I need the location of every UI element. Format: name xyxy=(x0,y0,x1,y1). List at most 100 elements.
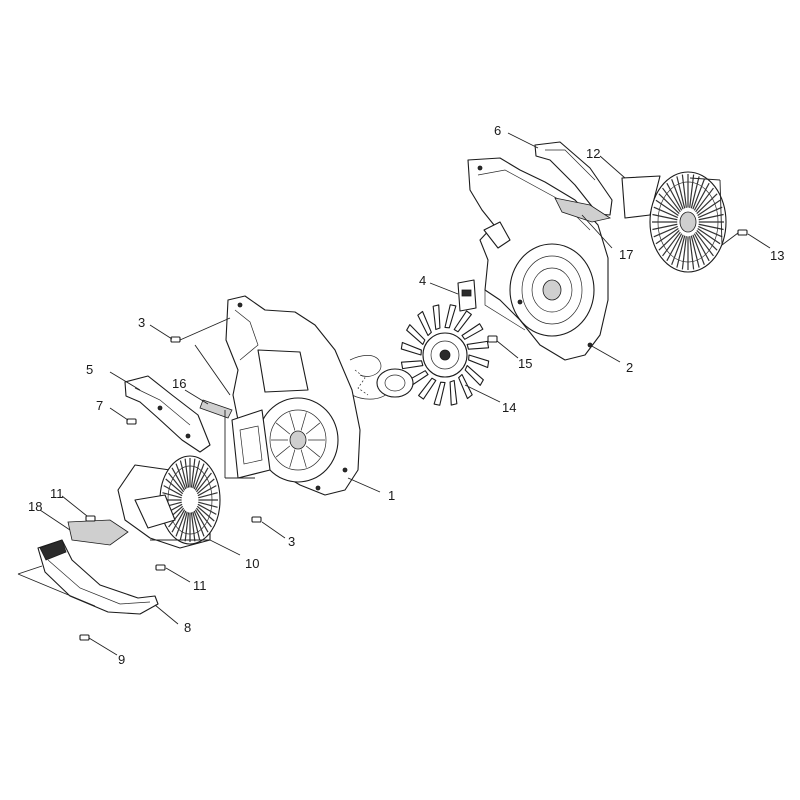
grille-rib xyxy=(671,179,684,210)
part-screw-3-upper xyxy=(170,336,181,343)
grille-rib xyxy=(653,206,678,219)
part-screw-13 xyxy=(737,229,748,236)
grille-rib xyxy=(197,485,217,497)
callout-9: 9 xyxy=(118,652,125,667)
callout-11a: 11 xyxy=(50,486,64,501)
fan-blade xyxy=(400,360,424,370)
callout-17: 17 xyxy=(619,247,633,262)
part-lower-handle xyxy=(37,539,159,615)
part-front-housing xyxy=(225,295,361,496)
fan-blade xyxy=(461,323,484,340)
callout-6: 6 xyxy=(494,123,501,138)
grille-rib xyxy=(690,235,700,268)
housing-spoke xyxy=(289,449,296,468)
callout-16: 16 xyxy=(172,376,186,391)
grille-rib xyxy=(652,223,678,231)
grille-rib xyxy=(695,187,714,213)
part-screw-3-lower xyxy=(251,516,262,523)
grille-rib xyxy=(693,233,710,262)
housing-spoke xyxy=(289,412,296,431)
housing-spoke xyxy=(305,445,321,458)
grille-rib xyxy=(698,225,723,238)
grille-rib xyxy=(195,507,212,528)
part-screw-7 xyxy=(126,418,137,425)
grille-rib xyxy=(190,458,196,488)
grille-rib xyxy=(692,179,705,210)
part-screw-11-lower xyxy=(155,564,166,571)
grille-rib xyxy=(693,182,710,211)
callout-11b: 11 xyxy=(193,578,207,593)
fan-blade xyxy=(453,310,472,333)
fan-blade xyxy=(458,373,473,400)
grille-rib xyxy=(689,174,695,208)
grille-rib xyxy=(676,176,686,209)
grille-rib xyxy=(692,234,705,265)
grille-rib xyxy=(198,492,218,499)
grille-rib xyxy=(698,223,724,231)
callout-labels: 1 2 3 3 4 5 6 7 8 9 10 11 11 12 13 14 15… xyxy=(28,123,784,667)
grille-rib xyxy=(198,501,218,508)
callout-1: 1 xyxy=(388,488,395,503)
grille-rib xyxy=(195,472,212,493)
grille-rib xyxy=(652,213,678,221)
part-label-18 xyxy=(67,519,129,546)
grille-rib xyxy=(666,233,683,262)
callout-7: 7 xyxy=(96,398,103,413)
callout-5: 5 xyxy=(86,362,93,377)
housing-spoke xyxy=(275,422,291,435)
grille-rib xyxy=(194,509,209,533)
housing-spoke xyxy=(275,445,291,458)
part-screw-15 xyxy=(487,335,498,343)
fan-blade xyxy=(417,310,432,337)
callout-14: 14 xyxy=(502,400,516,415)
grille-rib xyxy=(193,510,205,537)
fan-blade xyxy=(449,379,458,406)
grille-rib xyxy=(681,236,687,270)
grille-rib xyxy=(175,463,187,490)
callout-18: 18 xyxy=(28,499,42,514)
grille-rib xyxy=(671,234,684,265)
grille-rib xyxy=(658,193,680,214)
housing-spoke xyxy=(300,412,307,431)
grille-rib xyxy=(197,503,217,515)
grille-rib xyxy=(690,176,700,209)
part-label-17 xyxy=(554,197,612,223)
grille-rib xyxy=(696,230,718,251)
grille-rib xyxy=(666,182,683,211)
grille-rib xyxy=(676,235,686,268)
housing-spoke xyxy=(305,422,321,435)
leader-lines xyxy=(17,132,771,656)
grille-rib xyxy=(179,511,188,540)
grille-rib xyxy=(163,485,183,497)
grille-rib xyxy=(662,187,681,213)
grille-rib xyxy=(190,512,196,542)
grille-rib xyxy=(184,458,190,488)
grille-rib xyxy=(681,174,687,208)
grille-rib xyxy=(162,492,182,499)
callout-2: 2 xyxy=(626,360,633,375)
fan-blade xyxy=(466,340,490,350)
grille-rib xyxy=(653,225,678,238)
grille-rib xyxy=(696,193,718,214)
part-handle-cover-5 xyxy=(124,375,211,453)
fan-blade xyxy=(432,304,441,331)
part-flywheel-fan xyxy=(400,304,490,406)
grille-rib xyxy=(655,199,679,216)
callout-13: 13 xyxy=(770,248,784,263)
grille-rib xyxy=(168,472,185,493)
part-intake-grille-front xyxy=(117,455,221,549)
grille-rib xyxy=(196,505,215,522)
part-screw-9 xyxy=(79,634,90,641)
fan-blade xyxy=(418,377,437,400)
fan-blade xyxy=(406,324,426,345)
grille-rib xyxy=(697,228,721,245)
fan-blade xyxy=(433,381,446,406)
callout-3b: 3 xyxy=(288,534,295,549)
grille-rib xyxy=(658,230,680,251)
part-intake-grille-rear xyxy=(621,171,727,273)
grille-rib xyxy=(184,512,190,542)
part-bracket-4 xyxy=(457,279,477,312)
part-label-16 xyxy=(199,399,233,419)
part-ignition-coil-assembly xyxy=(349,355,414,400)
